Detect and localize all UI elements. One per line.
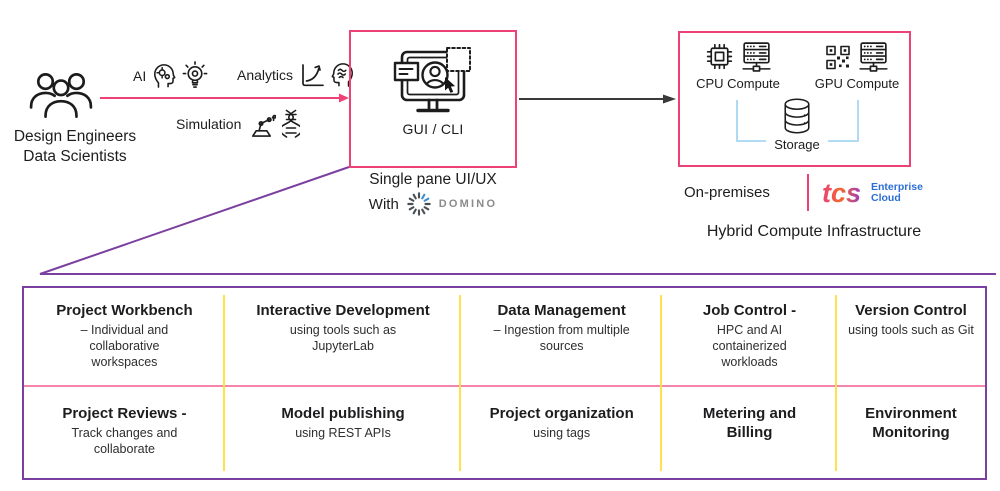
edge-label-analytics: Analytics (237, 61, 355, 88)
cell-subtitle: using tools such as JupyterLab (289, 323, 397, 353)
gpu-compute-label: GPU Compute (814, 76, 900, 91)
people-group-icon (28, 70, 94, 120)
ai-label: AI (133, 67, 147, 84)
tcs-cloud-label: Cloud (871, 192, 901, 204)
server-icon (856, 40, 891, 73)
cell-title: Environment Monitoring (865, 405, 957, 441)
table-row: Project Workbench – Individual and colla… (24, 288, 985, 387)
table-cell: Data Management – Ingestion from multipl… (461, 288, 662, 385)
cell-subtitle: Track changes and collaborate (71, 426, 178, 456)
robot-arm-icon (247, 111, 277, 138)
cell-title: Metering and Billing (702, 405, 797, 441)
domino-brand-row: With DOMINO (349, 191, 517, 217)
domino-spinner-icon (406, 191, 432, 217)
actors-line1: Design Engineers (13, 128, 137, 145)
with-label: With (368, 195, 399, 213)
edge-label-ai: AI (133, 61, 208, 90)
cell-subtitle: using tools such as Git (848, 323, 974, 337)
storage-db-icon (781, 97, 813, 135)
table-cell: Project Workbench – Individual and colla… (24, 288, 225, 385)
edge-label-simulation: Simulation (176, 109, 301, 139)
table-cell: Version Control using tools such as Git (837, 288, 985, 385)
single-pane-caption: Single pane UI/UX (369, 171, 497, 188)
cell-subtitle: – Individual and collaborative workspace… (80, 323, 169, 369)
cpu-chip-icon (703, 40, 736, 73)
table-cell: Project Reviews - Track changes and coll… (24, 387, 225, 478)
table-row: Project Reviews - Track changes and coll… (24, 387, 985, 478)
analytics-head-icon (331, 61, 355, 88)
infra-box: CPU Compute (678, 31, 911, 167)
dna-icon (282, 109, 301, 139)
server-icon (739, 40, 774, 73)
cell-subtitle: HPC and AI containerized workloads (712, 323, 787, 369)
single-pane-box: GUI / CLI (349, 30, 517, 168)
hybrid-infra-title: Hybrid Compute Infrastructure (706, 223, 922, 240)
cell-title: Job Control - (702, 302, 797, 319)
vertical-divider (807, 174, 809, 211)
table-cell: Job Control - HPC and AI containerized w… (662, 288, 837, 385)
cell-title: Project Reviews - (62, 405, 187, 422)
storage-label: Storage (771, 137, 823, 152)
column-divider (223, 295, 225, 471)
column-divider (660, 295, 662, 471)
table-cell: Metering and Billing (662, 387, 837, 478)
tcs-logo: tcs Enterprise Cloud (822, 177, 923, 209)
onprem-tcs-row: On-premises tcs Enterprise Cloud (678, 174, 923, 212)
tcs-wordmark: tcs (822, 178, 861, 208)
cell-subtitle: using REST APIs (295, 426, 391, 440)
cell-title: Data Management (497, 302, 626, 319)
cell-subtitle: using tags (533, 426, 591, 440)
cell-title: Version Control (855, 302, 967, 319)
cell-subtitle: – Ingestion from multiple sources (493, 323, 630, 353)
cpu-compute-label: CPU Compute (696, 76, 780, 91)
idea-bulb-icon (182, 61, 208, 90)
gpu-chip-icon (823, 42, 853, 73)
column-divider (459, 295, 461, 471)
cell-title: Model publishing (281, 405, 405, 422)
monitor-avatar-icon (393, 46, 473, 118)
analytics-label: Analytics (237, 66, 294, 83)
actors-label: Design Engineers Data Scientists (0, 127, 150, 167)
actors-line2: Data Scientists (23, 148, 127, 165)
cpu-compute-group: CPU Compute (686, 40, 790, 91)
chart-growth-icon (299, 62, 325, 88)
feature-table: Project Workbench – Individual and colla… (22, 286, 987, 480)
table-cell: Project organization using tags (461, 387, 662, 478)
domino-wordmark: DOMINO (438, 198, 498, 210)
ai-head-gears-icon (152, 62, 176, 89)
simulation-label: Simulation (176, 116, 242, 132)
tcs-sub-wordmark: Enterprise Cloud (871, 182, 923, 204)
storage-group: Storage (754, 97, 840, 152)
column-divider (835, 295, 837, 471)
cell-title: Project Workbench (56, 302, 193, 319)
on-premises-label: On-premises (684, 184, 770, 201)
tcs-enterprise-label: Enterprise (871, 181, 923, 193)
gui-cli-label: GUI / CLI (402, 121, 464, 137)
table-cell: Interactive Development using tools such… (225, 288, 461, 385)
gpu-compute-group: GPU Compute (806, 40, 908, 91)
table-cell: Environment Monitoring (837, 387, 985, 478)
table-cell: Model publishing using REST APIs (225, 387, 461, 478)
cell-title: Interactive Development (256, 302, 430, 319)
cell-title: Project organization (489, 405, 634, 422)
